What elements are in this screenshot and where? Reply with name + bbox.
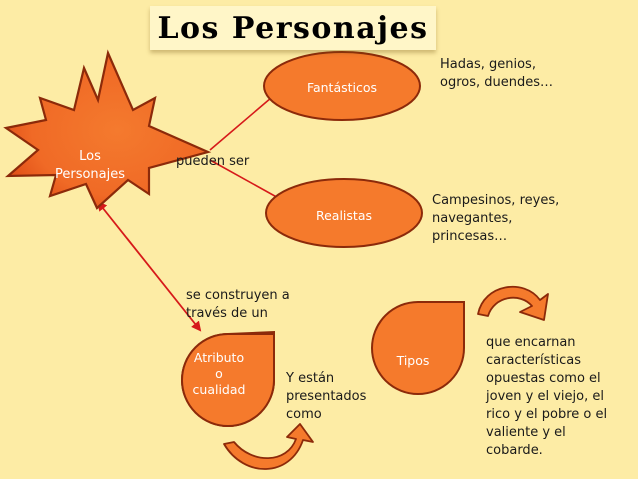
node-realistas-ellipse <box>265 178 423 248</box>
label-y-estan-presentados: Y están presentados como <box>286 371 367 422</box>
node-atributo-drop <box>181 333 275 427</box>
label-tipos-description: que encarnan características opuestas co… <box>486 335 608 458</box>
curved-arrow-bottom-shape <box>223 423 314 470</box>
connector-to-fantasticos <box>209 91 279 151</box>
label-fantasticos-description: Hadas, genios, ogros, duendes… <box>440 57 554 90</box>
title-box: Los Personajes <box>150 6 436 50</box>
connector-to-realistas <box>209 159 283 201</box>
page-title: Los Personajes <box>157 10 429 46</box>
node-fantasticos-ellipse <box>263 51 421 121</box>
node-tipos-label: Tipos <box>396 353 430 368</box>
label-realistas-description: Campesinos, reyes, navegantes, princesas… <box>432 193 560 244</box>
node-atributo-label: Atributo o cualidad <box>192 350 246 397</box>
central-node-label: Los Personajes <box>54 149 126 182</box>
node-fantasticos-label: Fantásticos <box>306 80 378 95</box>
label-se-construyen: se construyen a través de un <box>186 288 290 321</box>
node-tipos-shape <box>371 301 465 395</box>
node-realistas-label: Realistas <box>315 208 372 223</box>
label-pueden-ser: pueden ser <box>176 154 250 169</box>
central-starburst <box>3 49 212 210</box>
curved-arrow-top-shape <box>477 285 549 321</box>
connector-to-atributo <box>97 200 202 332</box>
